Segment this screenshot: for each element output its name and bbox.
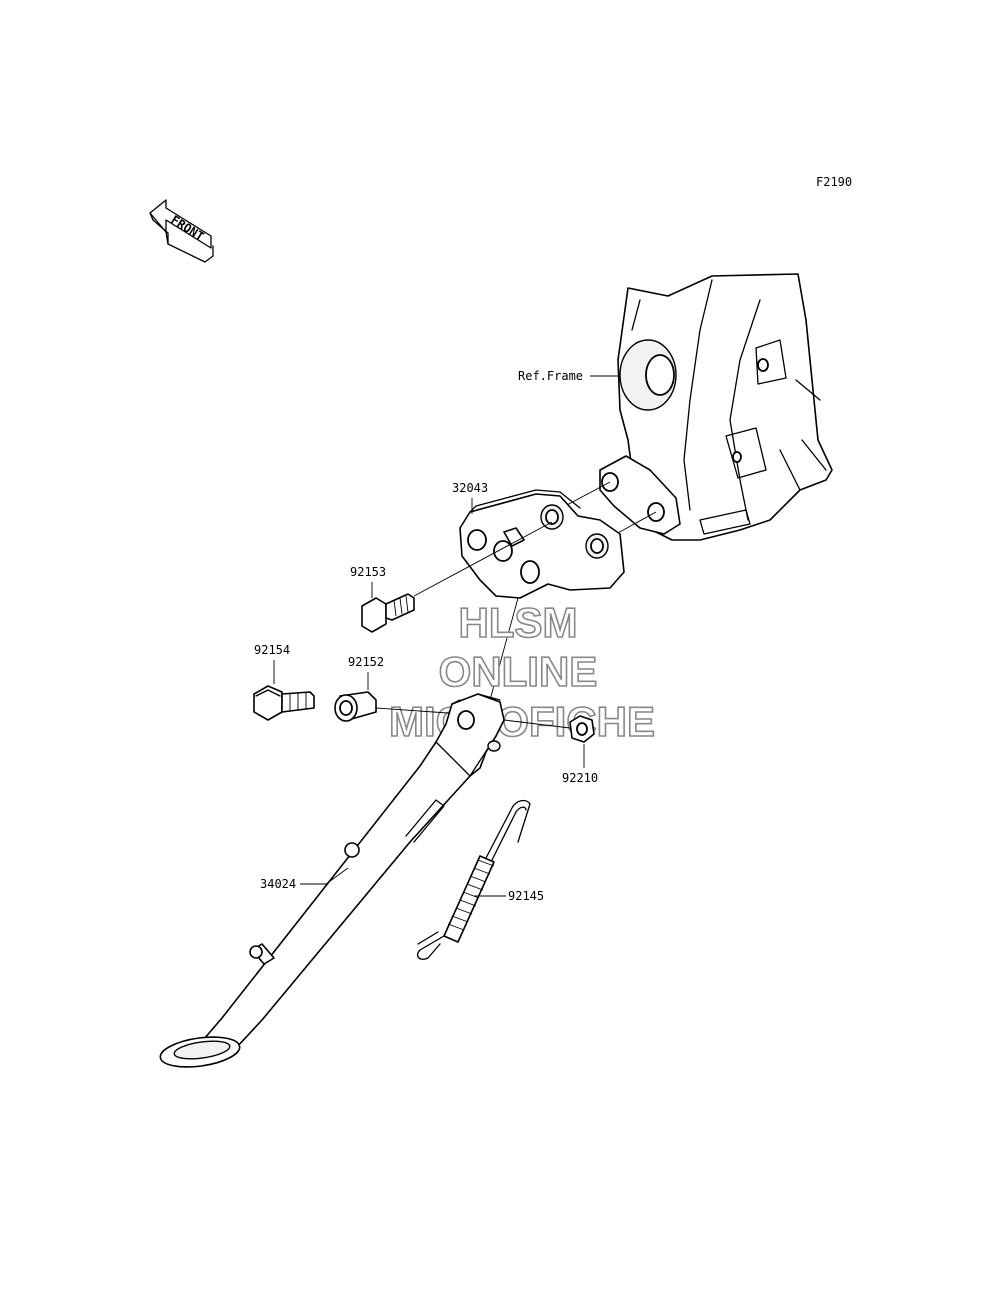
nut-92210: [569, 715, 595, 743]
part-92210-label: 92210: [562, 771, 598, 785]
side-stand-34024: [159, 693, 505, 1068]
bolt-92154: [253, 685, 315, 721]
watermark: HLSM ONLINE MICROFICHE: [388, 598, 656, 746]
front-arrow-icon: FRONT: [149, 199, 214, 263]
part-32043-label: 32043: [452, 481, 488, 495]
part-92153-label: 92153: [350, 565, 386, 579]
part-92154-label: 92154: [254, 643, 290, 657]
spring-92145: [416, 799, 531, 960]
watermark-line1: HLSM: [459, 599, 578, 646]
bolt-92153: [361, 593, 415, 633]
diagram-code: F2190: [816, 175, 852, 189]
collar-92152: [334, 691, 377, 722]
bracket: [459, 489, 625, 599]
watermark-line2: ONLINE: [439, 648, 598, 695]
frame: [599, 273, 833, 541]
watermark-line3: MICROFICHE: [389, 698, 655, 745]
part-92145-label: 92145: [508, 889, 544, 903]
front-arrow-text: FRONT: [168, 213, 206, 244]
part-34024-label: 34024: [260, 877, 296, 891]
part-92152-label: 92152: [348, 655, 384, 669]
ref-frame-label: Ref.Frame: [518, 369, 583, 383]
